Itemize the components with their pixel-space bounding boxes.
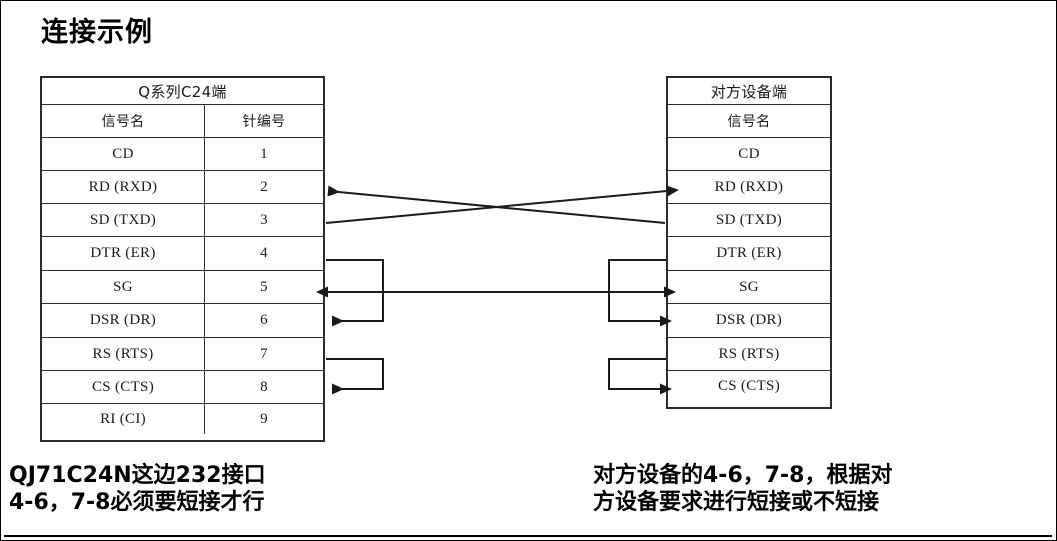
left-table-title-row: Q系列C24端 xyxy=(42,78,323,105)
table-row: CS (CTS) 8 xyxy=(42,371,323,404)
right-signal-cell: SG xyxy=(739,278,759,295)
left-pin-cell: 7 xyxy=(260,345,268,362)
table-row: DSR (DR) 6 xyxy=(42,304,323,338)
table-row: DTR (ER) xyxy=(668,237,830,271)
right-signal-cell: CS (CTS) xyxy=(718,377,780,394)
bottom-divider xyxy=(4,535,1052,537)
table-row: DSR (DR) xyxy=(668,304,830,338)
right-jumper-7-8 xyxy=(608,358,672,395)
note-right: 对方设备的4-6，7-8，根据对 方设备要求进行短接或不短接 xyxy=(593,462,893,516)
table-row: DTR (ER) 4 xyxy=(42,237,323,271)
left-signal-cell: RS (RTS) xyxy=(42,338,205,370)
table-row: SG xyxy=(668,271,830,304)
left-signal-cell: CS (CTS) xyxy=(42,371,205,403)
note-left-line1: QJ71C24N这边232接口 xyxy=(9,463,266,488)
right-connector-table: 对方设备端 信号名 CD RD (RXD) SD (TXD) DTR (ER) … xyxy=(666,76,832,409)
left-jumper-4-6 xyxy=(326,259,384,327)
left-pin-cell: 4 xyxy=(260,245,268,261)
left-column-header-pin: 针编号 xyxy=(242,114,286,130)
right-signal-cell: DSR (DR) xyxy=(715,312,783,328)
right-signal-cell: SD (TXD) xyxy=(715,211,783,228)
table-row: RI (CI) 9 xyxy=(42,404,323,434)
left-pin-cell: 9 xyxy=(260,410,268,427)
note-left: QJ71C24N这边232接口 4-6，7-8必须要短接才行 xyxy=(9,462,266,516)
table-row: CD xyxy=(668,138,830,171)
table-row: RD (RXD) xyxy=(668,171,830,204)
right-signal-cell: RD (RXD) xyxy=(714,178,784,195)
left-pin-cell: 6 xyxy=(260,312,268,328)
table-row: SD (TXD) xyxy=(668,204,830,237)
note-left-line2: 4-6，7-8必须要短接才行 xyxy=(9,490,265,515)
right-jumper-4-6 xyxy=(608,259,672,327)
right-signal-cell: RS (RTS) xyxy=(718,345,780,362)
left-pin-cell: 1 xyxy=(260,145,268,162)
table-row: RS (RTS) xyxy=(668,338,830,371)
note-right-line2: 方设备要求进行短接或不短接 xyxy=(593,490,880,515)
left-table-title: Q系列C24端 xyxy=(138,82,227,101)
wire-remote-sd-to-local-rd xyxy=(327,185,666,224)
left-signal-cell: CD xyxy=(42,138,205,170)
left-signal-cell: DTR (ER) xyxy=(42,237,205,270)
left-signal-cell: RI (CI) xyxy=(42,404,205,434)
right-signal-cell: DTR (ER) xyxy=(716,245,782,261)
right-table-column-header-row: 信号名 xyxy=(668,105,830,138)
right-column-header-signal: 信号名 xyxy=(727,114,771,130)
left-table-column-header-row: 信号名 针编号 xyxy=(42,105,323,138)
table-row: CD 1 xyxy=(42,138,323,171)
left-pin-cell: 2 xyxy=(260,178,268,195)
table-row: RD (RXD) 2 xyxy=(42,171,323,204)
right-table-title-row: 对方设备端 xyxy=(668,78,830,105)
table-row: CS (CTS) xyxy=(668,371,830,401)
left-jumper-7-8 xyxy=(326,358,384,395)
left-pin-cell: 8 xyxy=(260,378,268,395)
left-signal-cell: RD (RXD) xyxy=(42,171,205,203)
table-row: SG 5 xyxy=(42,271,323,304)
table-row: SD (TXD) 3 xyxy=(42,204,323,237)
left-column-header-signal: 信号名 xyxy=(42,105,205,137)
left-signal-cell: SD (TXD) xyxy=(42,204,205,236)
wire-local-sd-to-remote-rd xyxy=(325,185,679,224)
left-signal-cell: DSR (DR) xyxy=(42,304,205,337)
left-pin-cell: 5 xyxy=(260,278,268,295)
left-signal-cell: SG xyxy=(42,271,205,303)
note-right-line1: 对方设备的4-6，7-8，根据对 xyxy=(593,463,893,488)
left-connector-table: Q系列C24端 信号名 针编号 CD 1 RD (RXD) 2 SD (TXD)… xyxy=(40,76,325,442)
table-row: RS (RTS) 7 xyxy=(42,338,323,371)
right-signal-cell: CD xyxy=(738,145,760,162)
page-title: 连接示例 xyxy=(41,17,153,48)
left-pin-cell: 3 xyxy=(260,211,268,228)
right-table-title: 对方设备端 xyxy=(710,82,788,101)
